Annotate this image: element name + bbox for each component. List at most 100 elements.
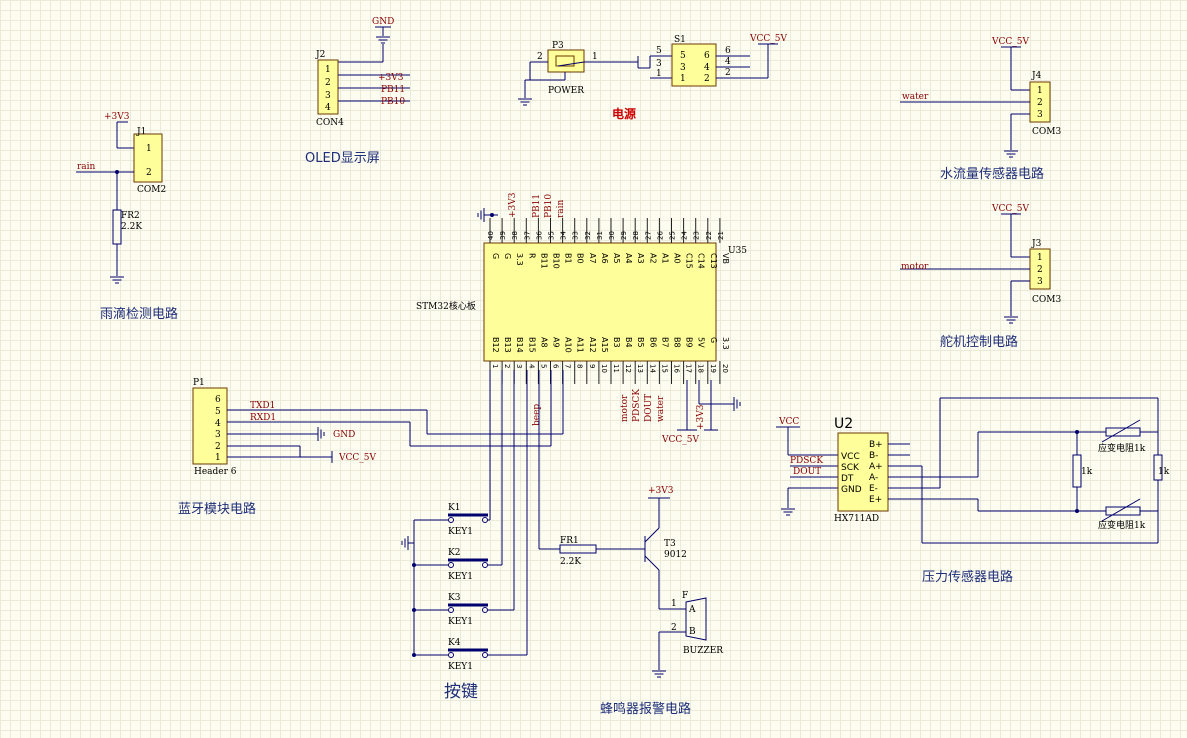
label-servo: 舵机控制电路 xyxy=(940,334,1018,350)
stm32-bottom-pin-name: B9 xyxy=(685,337,694,348)
key-ref: K4 xyxy=(448,638,461,648)
buzzer-ref: F xyxy=(682,591,688,601)
bridge-resistor-left xyxy=(1072,454,1082,488)
j2-pin-4: 4 xyxy=(325,103,331,113)
net-pdsck-label-stm32: PDSCK xyxy=(632,389,642,422)
p3-ref: P3 xyxy=(552,41,564,51)
p1-pin-6: 6 xyxy=(215,395,221,405)
stm32-top-pin-name: B10 xyxy=(552,253,561,269)
p1-ref: P1 xyxy=(193,378,205,388)
hx711-right-pin: A+ xyxy=(869,462,883,472)
net-pdsck-label-hx711: PDSCK xyxy=(790,456,823,466)
stm32-top-pin-name: A1 xyxy=(660,253,669,264)
bridge-strain-top: 应变电阻1k xyxy=(1098,442,1146,454)
stm32-bottom-pin-num: 3 xyxy=(515,364,523,368)
stm32-bottom-pin-name: 3.3 xyxy=(721,337,730,350)
hx711-right-pin: E- xyxy=(869,484,878,494)
j1-type: COM2 xyxy=(137,185,166,195)
t3-ref: T3 xyxy=(664,539,676,549)
stm32-bottom-pin-num: 17 xyxy=(685,364,693,373)
buzzer-circuit: FR1 2.2K +3V3 T3 9012 F 1 2 A B BUZZER 蜂… xyxy=(538,370,723,717)
stm32-bottom-pin-name: A9 xyxy=(552,337,561,348)
stm32-bottom-pin-name: B7 xyxy=(660,337,669,348)
stm32-bottom-pin-name: B4 xyxy=(624,337,633,348)
stm32-bottom-pin-num: 18 xyxy=(697,364,705,373)
stm32-top-pin-num: 32 xyxy=(584,231,592,240)
stm32-bottom-pin-name: A11 xyxy=(576,337,585,353)
s1-ref: S1 xyxy=(674,35,686,45)
stm32-top-pin-name: A5 xyxy=(612,253,621,264)
stm32-bottom-pin-num: 7 xyxy=(564,364,572,368)
net-motor-label-stm32: motor xyxy=(620,394,630,422)
pressure-circuit: VCC PDSCK DOUT U2 HX711AD VCCSCKDTGNDB+B… xyxy=(776,397,1170,585)
j2-type: CON4 xyxy=(316,118,344,128)
stm32-top-pin-num: 23 xyxy=(693,231,701,240)
s1-pin-1-outer: 1 xyxy=(656,69,662,79)
stm32-top-pin-num: 21 xyxy=(717,231,725,240)
net-motor-label-j3: motor xyxy=(901,262,929,272)
stm32-top-pin-num: 27 xyxy=(644,231,652,240)
bridge-resistor-right xyxy=(1153,454,1163,481)
stm32-bottom-pin-num: 10 xyxy=(600,364,608,373)
fr2-value: 2.2K xyxy=(121,222,142,232)
stm32-top-pin-num: 25 xyxy=(669,231,677,240)
stm32-top-pin-name: A4 xyxy=(624,253,633,264)
buzzer-type: BUZZER xyxy=(683,646,723,656)
stm32-bottom-pin-name: A15 xyxy=(600,337,609,353)
stm32-bottom-pin-num: 8 xyxy=(576,364,584,368)
water-flow-circuit: VCC_5V J4 1 2 3 COM3 water 水流量传感器电路 xyxy=(900,37,1061,182)
hx711-right-pin: A- xyxy=(869,473,878,483)
label-keys: 按键 xyxy=(444,682,478,702)
net-dout-label-hx711: DOUT xyxy=(793,467,821,477)
stm32-bottom-pin-num: 14 xyxy=(648,364,656,373)
label-buzzer-circuit: 蜂鸣器报警电路 xyxy=(600,701,691,717)
label-pressure: 压力传感器电路 xyxy=(922,569,1013,585)
stm32-top-pin-num: 29 xyxy=(620,231,628,240)
net-vcc5-label-j4: VCC_5V xyxy=(991,37,1029,47)
net-v33-label-j1: +3V3 xyxy=(104,112,130,122)
stm32-top-pin-name: A2 xyxy=(648,253,657,264)
connector-j1 xyxy=(133,133,163,183)
j4-ref: J4 xyxy=(1031,71,1042,81)
stm32-top-pin-num: 34 xyxy=(560,231,568,240)
p3-pin-2: 2 xyxy=(537,52,543,62)
j1-ref: J1 xyxy=(136,127,146,137)
key-type: KEY1 xyxy=(448,527,473,537)
stm32-top-pin-num: 33 xyxy=(572,231,580,240)
p3-pin-1: 1 xyxy=(592,52,598,62)
j4-type: COM3 xyxy=(1032,127,1061,137)
hx711-left-pin: GND xyxy=(841,485,862,495)
j4-pin-3: 3 xyxy=(1037,110,1043,120)
switch-s1 xyxy=(671,43,717,87)
j3-pin-1: 1 xyxy=(1037,253,1043,263)
stm32-top-pin-name: C15 xyxy=(685,253,694,269)
s1-pin-5-outer: 5 xyxy=(656,46,662,56)
stm32-bottom-pin-num: 5 xyxy=(539,364,547,368)
stm32-top-pin-name: B0 xyxy=(576,253,585,264)
stm32-top-pin-name: G xyxy=(503,253,512,259)
net-pb11-label-stm32: PB11 xyxy=(532,194,542,218)
net-rain-label-stm32: rain xyxy=(556,199,566,218)
p1-type: Header 6 xyxy=(194,467,237,477)
hx711-left-pin: DT xyxy=(841,474,854,484)
p1-pin-1: 1 xyxy=(215,453,221,463)
label-oled: OLED显示屏 xyxy=(305,151,380,166)
strain-resistor-bottom xyxy=(1105,506,1141,516)
j2-pin-2: 2 xyxy=(325,78,331,88)
stm32-top-pin-name: A7 xyxy=(588,253,597,264)
stm32-bottom-pin-num: 9 xyxy=(588,364,596,368)
hx711-module xyxy=(837,432,889,512)
net-rain-label-j1: rain xyxy=(77,162,96,172)
label-power: 电源 xyxy=(612,106,636,121)
p1-pin-3: 3 xyxy=(215,430,221,440)
stm32-top-pin-name: G xyxy=(491,253,500,259)
s1-pin-2-outer: 2 xyxy=(725,68,731,78)
net-vcc5-label-j3: VCC_5V xyxy=(991,204,1029,214)
stm32-bottom-pin-num: 11 xyxy=(612,364,620,373)
stm32-top-pin-num: 38 xyxy=(511,231,519,240)
hx711-left-pin: VCC xyxy=(841,452,860,462)
net-rxd1-label: RXD1 xyxy=(250,413,276,423)
stm32-bottom-pin-num: 15 xyxy=(660,364,668,373)
stm32-top-pin-num: 24 xyxy=(681,231,689,240)
